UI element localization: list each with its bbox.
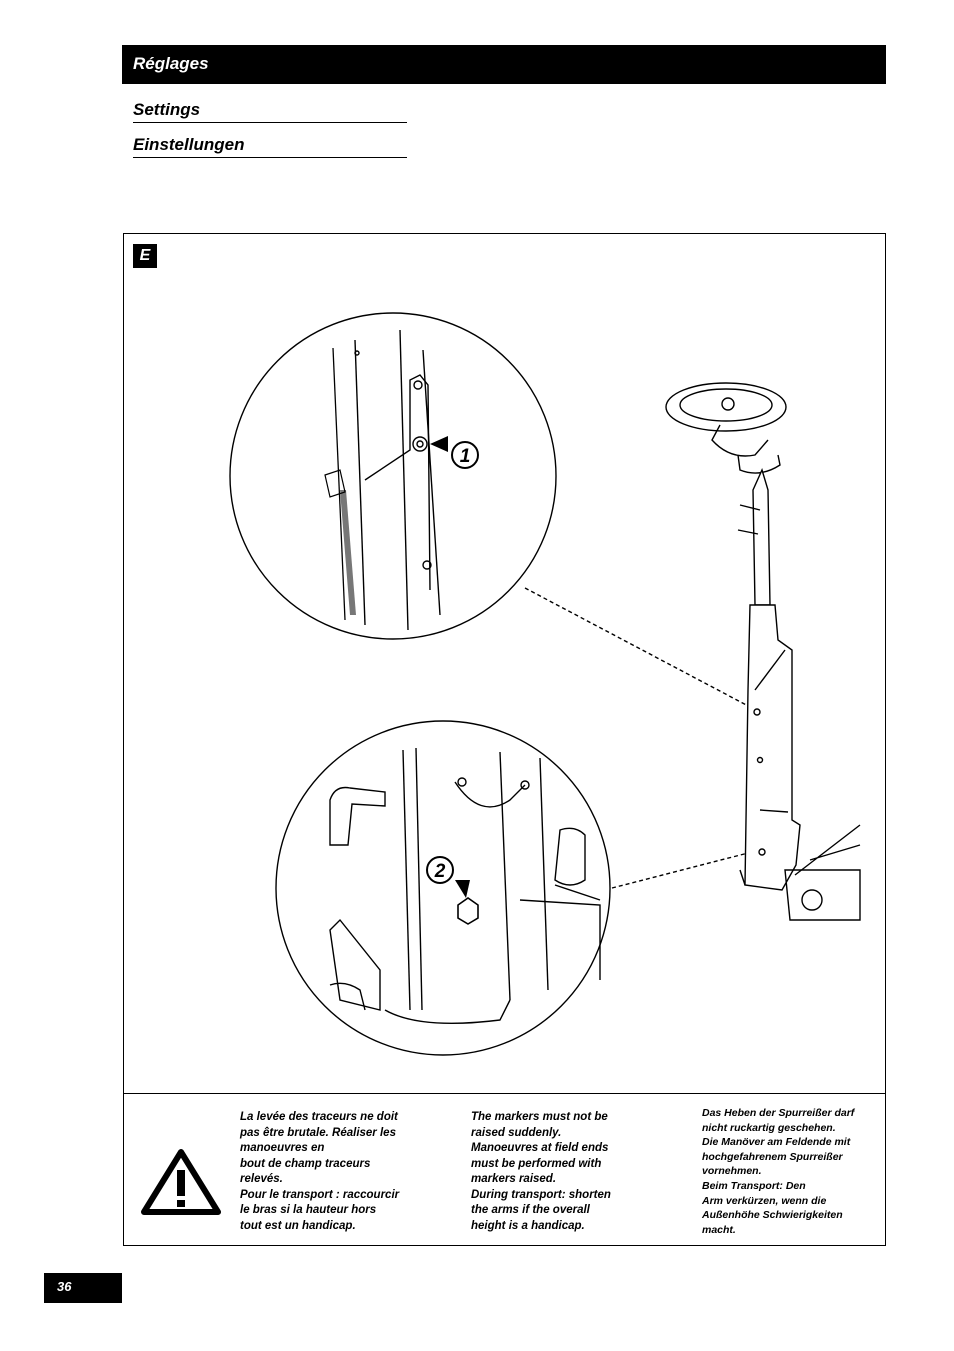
detail-circle-1 [229,312,557,640]
callout-1-label: 1 [460,446,471,467]
warning-text-fr: La levée des traceurs ne doit pas être b… [240,1111,400,1232]
marker-arm [665,382,861,921]
leader-lines [524,587,753,889]
figure-frame: E [123,233,886,1246]
page-number: 36 [57,1279,72,1294]
section-header: Réglages [122,45,886,84]
callout-2-label: 2 [434,861,446,882]
section-title: Réglages [133,54,209,73]
detail-circle-2 [275,720,611,1056]
subtitle-settings: Settings [133,100,407,123]
warning-triangle-icon [141,1149,221,1215]
figure-label: E [133,244,157,268]
page-number-box: 36 [44,1273,122,1303]
warning-text-de: Das Heben der Spurreißer darf nicht ruck… [702,1107,855,1236]
callout-2: 2 [426,856,470,898]
subtitle-einstellungen: Einstellungen [133,135,407,158]
figure-divider [124,1093,885,1094]
callout-1: 1 [430,436,479,469]
warning-text-en: The markers must not be raised suddenly.… [471,1111,611,1232]
